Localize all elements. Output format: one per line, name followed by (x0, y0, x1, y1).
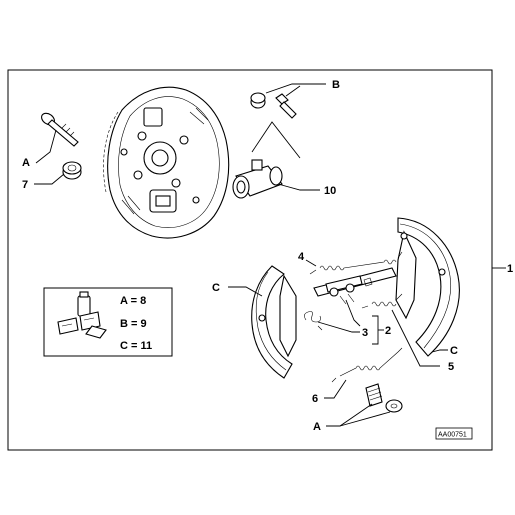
label-two: 2 (385, 325, 391, 337)
label-six: 6 (312, 393, 318, 405)
small-spring-part-3 (304, 311, 323, 331)
leader-a-bottom-1 (326, 403, 373, 427)
leader-c-right (431, 349, 448, 353)
reference-code: AA00751 (438, 432, 467, 439)
leader-c-left (228, 286, 263, 297)
bleeder-screw-part-b (275, 93, 297, 119)
label-b-top: B (332, 79, 340, 91)
brake-shoe-left-part-c (251, 265, 297, 379)
hold-down-spring-part-a (365, 383, 383, 407)
label-three: 3 (362, 327, 368, 339)
label-five: 5 (448, 361, 454, 373)
leader-ten (277, 183, 320, 191)
leader-b-top-1 (265, 83, 326, 94)
backing-plate (103, 86, 230, 239)
leader-six (324, 379, 347, 399)
label-a-bolt: A (22, 157, 30, 169)
leader-a-bolt (35, 129, 57, 164)
label-seven: 7 (22, 179, 28, 191)
brake-shoe-right-part-c (395, 217, 460, 357)
hold-down-cup-part-a (385, 399, 403, 413)
label-c-left: C (212, 282, 220, 294)
label-four: 4 (298, 251, 305, 263)
leader-five (391, 309, 440, 367)
reference-tag (435, 427, 473, 440)
legend-line-3: C = 11 (120, 340, 152, 352)
leader-three (317, 321, 360, 333)
label-one: 1 (507, 263, 513, 275)
label-c-right: C (450, 345, 458, 357)
bleeder-cap-part-b (250, 92, 266, 109)
legend-line-2: B = 9 (120, 318, 147, 330)
lower-spring-part-6 (331, 347, 403, 383)
adjuster-spring-part-5 (361, 293, 403, 309)
wheel-cylinder-part-10 (232, 159, 283, 199)
grease-tube-icon (57, 291, 107, 339)
legend-box: A = 8 B = 9 C = 11 (43, 287, 173, 357)
leader-three-b (345, 299, 361, 327)
label-ten: 10 (324, 185, 336, 197)
legend-line-1: A = 8 (120, 295, 146, 307)
leader-b-to-cylinder (251, 121, 301, 159)
leader-b-top-2 (285, 85, 301, 97)
label-a-bottom: A (313, 421, 321, 433)
diagram-frame (7, 69, 493, 451)
bracket-two-three (372, 315, 379, 345)
leader-a-bottom-2 (339, 411, 391, 427)
leader-seven (34, 173, 65, 185)
bolt-part-a (41, 112, 79, 147)
adjuster-strut-part-2 (313, 267, 397, 305)
upper-spring-part-4 (309, 251, 403, 275)
nut-part-7 (62, 161, 82, 180)
leader-four (305, 259, 317, 267)
